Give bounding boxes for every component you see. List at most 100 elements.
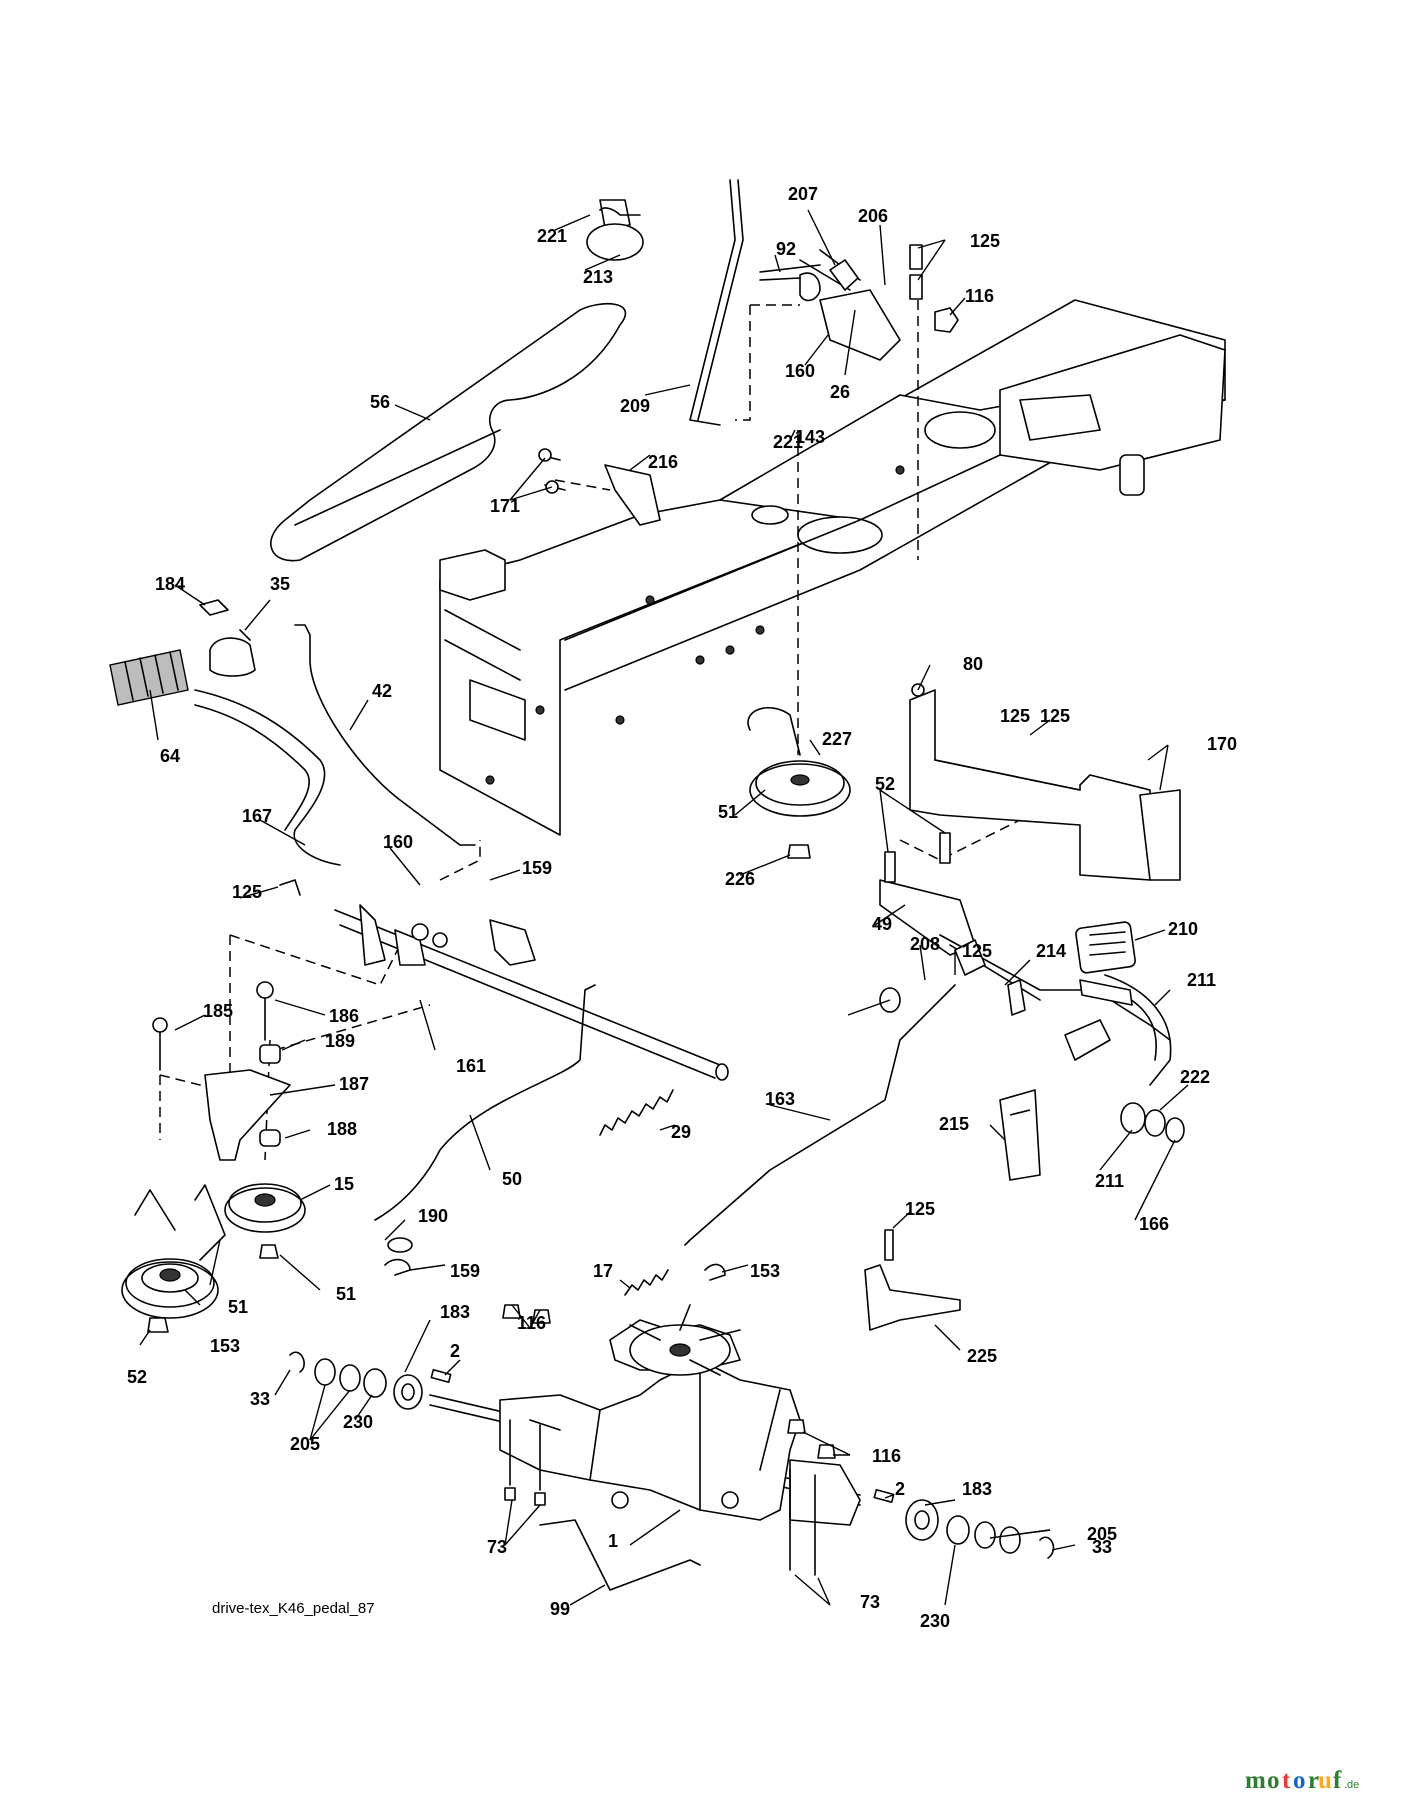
- watermark-letter: o: [1267, 1767, 1280, 1794]
- callout-205: 205: [1087, 1524, 1117, 1544]
- callout-226: 226: [725, 869, 755, 889]
- callout-183: 183: [962, 1479, 992, 1499]
- rod-163: [684, 984, 956, 1246]
- right-pedal: [939, 921, 1172, 1086]
- callout-186: 186: [329, 1006, 359, 1026]
- pivot-bracket: [759, 244, 959, 361]
- callout-211: 211: [1187, 970, 1216, 990]
- callout-216: 216: [648, 452, 678, 472]
- callout-52: 52: [127, 1367, 147, 1387]
- drawing-code: drive-tex_K46_pedal_87: [212, 1600, 375, 1617]
- callout-227: 227: [822, 729, 852, 749]
- callout-73: 73: [860, 1592, 880, 1612]
- callout-170: 170: [1207, 734, 1237, 754]
- callout-160: 160: [383, 832, 413, 852]
- callout-166: 166: [1139, 1214, 1169, 1234]
- callout-52: 52: [875, 774, 895, 794]
- rod-29: [374, 984, 596, 1221]
- callout-185: 185: [203, 1001, 233, 1021]
- callout-221: 221: [537, 226, 567, 246]
- callout-188: 188: [327, 1119, 357, 1139]
- latch-clip: [199, 599, 256, 677]
- idler-bracket: [152, 981, 291, 1161]
- callout-161: 161: [456, 1056, 486, 1076]
- callout-125: 125: [970, 231, 1000, 251]
- shift-lever: [586, 179, 744, 426]
- callout-184: 184: [155, 574, 185, 594]
- rod-35: [294, 624, 476, 846]
- callout-163: 163: [765, 1089, 795, 1109]
- callout-125: 125: [1040, 706, 1070, 726]
- chassis-frame: [439, 299, 1226, 836]
- rod-99: [539, 1519, 701, 1591]
- callout-159: 159: [522, 858, 552, 878]
- callouts: 2212132079220612511656160262092161431712…: [127, 184, 1237, 1631]
- callout-160: 160: [785, 361, 815, 381]
- callout-116: 116: [517, 1313, 546, 1333]
- callout-125: 125: [232, 882, 262, 902]
- callout-125: 125: [1000, 706, 1030, 726]
- pulley-52-center: [747, 706, 851, 859]
- main-shaft: [334, 904, 729, 1081]
- callout-116: 116: [965, 286, 994, 306]
- callout-159: 159: [450, 1261, 480, 1281]
- callout-125: 125: [962, 941, 992, 961]
- callout-207: 207: [788, 184, 818, 204]
- callout-208: 208: [910, 934, 940, 954]
- callout-153: 153: [210, 1336, 240, 1356]
- callout-210: 210: [1168, 919, 1198, 939]
- callout-29: 29: [671, 1122, 691, 1142]
- axle-washers-left: [289, 1351, 452, 1410]
- watermark-letter: f: [1333, 1767, 1342, 1794]
- callout-42: 42: [372, 681, 392, 701]
- axle-washers-right: [873, 1489, 1055, 1559]
- callout-167: 167: [242, 806, 272, 826]
- callout-99: 99: [550, 1599, 570, 1619]
- transaxle: [429, 1304, 861, 1576]
- callout-153: 153: [750, 1261, 780, 1281]
- callout-50: 50: [502, 1169, 522, 1189]
- callout-125: 125: [905, 1199, 935, 1219]
- callout-189: 189: [325, 1031, 355, 1051]
- callout-26: 26: [830, 382, 850, 402]
- callout-209: 209: [620, 396, 650, 416]
- callout-190: 190: [418, 1206, 448, 1226]
- callout-73: 73: [487, 1537, 507, 1557]
- callout-221: 221: [773, 432, 803, 452]
- pulley-52-left: [121, 1184, 226, 1333]
- callout-222: 222: [1180, 1067, 1210, 1087]
- callout-56: 56: [370, 392, 390, 412]
- callout-171: 171: [490, 496, 520, 516]
- spring-17: [624, 1269, 669, 1296]
- callout-2: 2: [895, 1479, 905, 1499]
- callout-206: 206: [858, 206, 888, 226]
- callout-1: 1: [608, 1531, 618, 1551]
- callout-64: 64: [160, 746, 180, 766]
- callout-116: 116: [872, 1446, 901, 1466]
- handle-grip: [109, 649, 341, 866]
- callout-211: 211: [1095, 1171, 1124, 1191]
- callout-225: 225: [967, 1346, 997, 1366]
- frame-bracket-80: [879, 683, 1181, 956]
- assembly-guides: [159, 300, 1071, 1161]
- callout-230: 230: [343, 1412, 373, 1432]
- callout-215: 215: [939, 1114, 969, 1134]
- callout-51: 51: [336, 1284, 356, 1304]
- callout-51: 51: [718, 802, 738, 822]
- callout-51: 51: [228, 1297, 248, 1317]
- washers-right: [879, 987, 1185, 1143]
- callout-49: 49: [872, 914, 892, 934]
- callout-213: 213: [583, 267, 613, 287]
- callout-17: 17: [593, 1261, 613, 1281]
- mount-bracket-225: [864, 1229, 961, 1331]
- watermark-suffix: .de: [1344, 1779, 1359, 1791]
- callout-15: 15: [334, 1174, 354, 1194]
- callout-230: 230: [920, 1611, 950, 1631]
- watermark-letter: m: [1245, 1767, 1266, 1794]
- spring-161: [599, 1089, 674, 1136]
- mount-bracket-216: [538, 448, 661, 526]
- watermark-letter: r: [1308, 1767, 1319, 1794]
- callout-183: 183: [440, 1302, 470, 1322]
